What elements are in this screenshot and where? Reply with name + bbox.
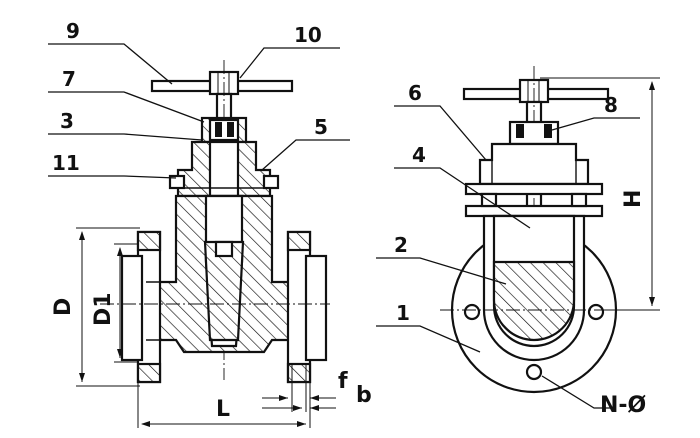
dimension-labels: D D1 L f b H N-Ø [51,190,647,422]
label-part-11: 11 [52,151,80,175]
label-part-8: 8 [604,93,618,117]
label-dim-b: b [356,383,372,408]
gland-left [200,116,248,144]
label-part-6: 6 [408,81,422,105]
label-dim-d: D [51,298,76,316]
dimension-d [76,227,140,387]
bonnet-right [464,142,604,218]
side-view [376,66,660,409]
label-part-9: 9 [66,19,80,43]
leader-lines-left [48,43,350,179]
label-part-1: 1 [396,301,410,325]
label-part-5: 5 [314,115,328,139]
valve-body-right [440,214,630,362]
dimension-h [540,77,660,311]
bonnet-left [168,140,280,198]
label-dim-n: N-Ø [600,393,647,418]
label-part-2: 2 [394,233,408,257]
label-dim-f: f [338,369,348,394]
label-dim-l: L [216,397,230,422]
flanges-left [100,230,330,384]
label-part-3: 3 [60,109,74,133]
handwheel-right [462,78,610,104]
label-part-4: 4 [412,143,426,167]
dimension-d1 [114,243,138,363]
gland-right [508,120,560,146]
part-number-labels: 9 10 7 3 5 11 6 8 4 2 1 [52,19,618,325]
label-part-10: 10 [294,23,322,47]
leader-lines-right [376,105,640,409]
label-part-7: 7 [62,67,76,91]
label-dim-d1: D1 [91,292,116,326]
handwheel-left [150,70,294,96]
valve-body-left [144,194,302,354]
dimension-f-b [262,364,336,412]
label-dim-h: H [621,190,646,208]
front-section-view [48,43,350,428]
